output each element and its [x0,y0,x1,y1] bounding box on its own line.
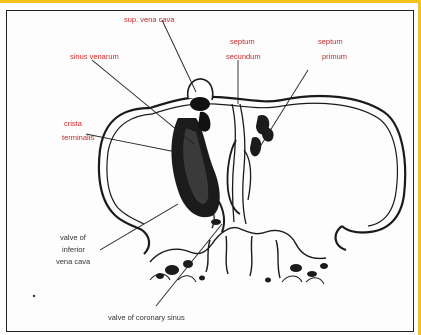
septum-region [227,104,250,224]
label-septum-secundum-2: secundum [226,52,261,61]
label-crista-2: terminalis [62,133,94,142]
label-sinus-venarum: sinus venarum [70,52,119,61]
label-valve-ivc-3: vena cava [56,257,91,266]
inner-wall [107,103,398,226]
label-crista-1: crista [64,119,83,128]
label-valve-ivc-1: valve of [60,233,87,242]
label-septum-secundum-1: septum [230,37,255,46]
heart-outline [99,96,405,254]
label-septum-primum-2: primum [322,52,347,61]
lower-dark-blobs [156,219,328,283]
septum-primum-fragments [250,115,274,156]
label-valve-ivc-2: inferior [62,245,85,254]
label-sup-vena-cava: sup. vena cava [124,15,175,24]
label-valve-coronary-sinus: valve of coronary sinus [108,313,185,322]
sinus-venarum-mass [171,112,219,217]
label-septum-primum-1: septum [318,37,343,46]
lower-small-arcs [150,274,324,284]
superior-vena-cava [188,79,213,111]
speck [33,295,35,297]
